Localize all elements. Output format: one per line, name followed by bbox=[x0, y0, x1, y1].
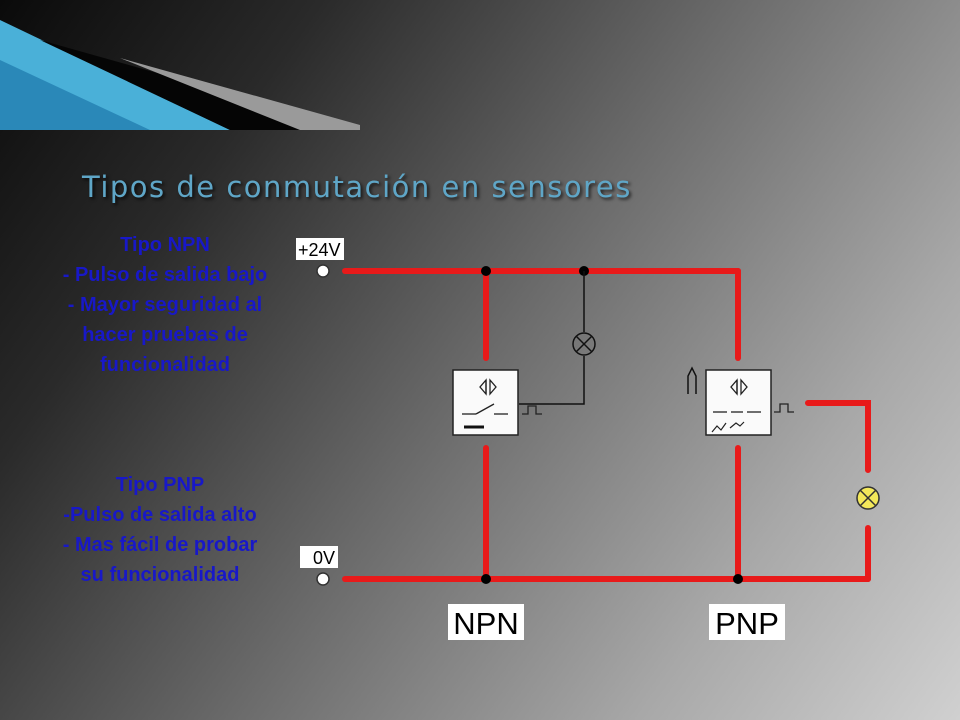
decorative-corner-stripes bbox=[0, 20, 360, 130]
npn-label: NPN bbox=[453, 606, 518, 641]
pnp-point-2: - Mas fácil de probar su funcionalidad bbox=[62, 534, 258, 586]
npn-point-2: - Mayor seguridad al hacer pruebas de fu… bbox=[67, 294, 263, 376]
junction-dot bbox=[481, 266, 491, 276]
pnp-label-box bbox=[709, 604, 785, 640]
pnp-sensor-icon bbox=[687, 366, 794, 436]
junction-dot bbox=[481, 574, 491, 584]
npn-label-box bbox=[448, 604, 524, 640]
npn-load-lamp-icon bbox=[572, 332, 596, 356]
pnp-description: Tipo PNP -Pulso de salida alto - Mas fác… bbox=[55, 470, 265, 590]
ground-label-box bbox=[300, 546, 338, 568]
pnp-label: PNP bbox=[715, 606, 779, 641]
ground-label: 0V bbox=[313, 548, 335, 568]
npn-heading: Tipo NPN bbox=[120, 234, 210, 256]
npn-description: Tipo NPN - Pulso de salida bajo - Mayor … bbox=[55, 230, 275, 380]
supply-label-box bbox=[296, 238, 344, 260]
ground-terminal bbox=[316, 572, 330, 586]
power-wires bbox=[342, 268, 871, 582]
pnp-output-wire bbox=[805, 400, 871, 473]
junction-dot bbox=[733, 574, 743, 584]
npn-output-wire bbox=[519, 356, 585, 405]
slide-title: Tipos de conmutación en sensores bbox=[82, 170, 632, 204]
npn-point-1: - Pulso de salida bajo bbox=[62, 264, 268, 286]
npn-sensor-icon bbox=[452, 369, 542, 436]
supply-terminal bbox=[316, 264, 330, 278]
pnp-heading: Tipo PNP bbox=[115, 474, 205, 496]
pnp-point-1: -Pulso de salida alto bbox=[63, 504, 257, 526]
supply-label: +24V bbox=[298, 240, 341, 260]
pnp-load-lamp-icon bbox=[856, 486, 880, 510]
